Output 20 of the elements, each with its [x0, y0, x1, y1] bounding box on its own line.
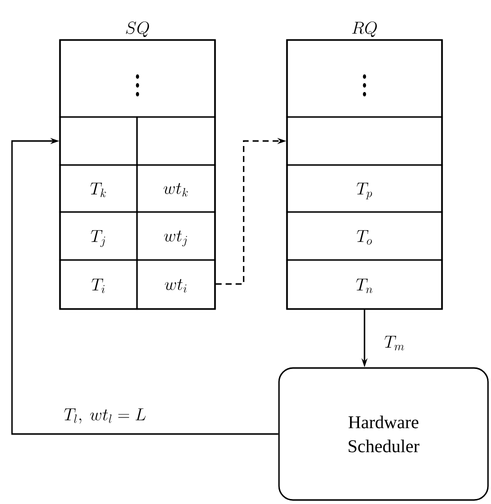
table-cell: $T_i$ [59, 259, 138, 310]
arrow [11, 138, 278, 435]
table-cell [286, 116, 443, 166]
table-cell: $wt_j$ [136, 211, 216, 261]
table-cell [59, 116, 138, 166]
table-cell: $T_p$ [286, 164, 443, 213]
process-box: Hardware Scheduler [278, 367, 489, 501]
table-cell: $wt_k$ [136, 164, 216, 213]
edge-label: $T_m$ [384, 336, 404, 350]
table-cell [136, 116, 216, 166]
edge-label: $T_l,\ wt_l = L$ [64, 408, 146, 424]
table-cell: $T_o$ [286, 211, 443, 261]
table-cell: $\vdots$ [59, 39, 216, 118]
table-cell: $T_k$ [59, 164, 138, 213]
table-cell: $\vdots$ [286, 39, 443, 118]
table-cell: $T_n$ [286, 259, 443, 310]
table-cell: $wt_i$ [136, 259, 216, 310]
node-label: $SQ$ [126, 21, 150, 37]
node-label: $RQ$ [352, 21, 377, 37]
table-cell: $T_j$ [59, 211, 138, 261]
